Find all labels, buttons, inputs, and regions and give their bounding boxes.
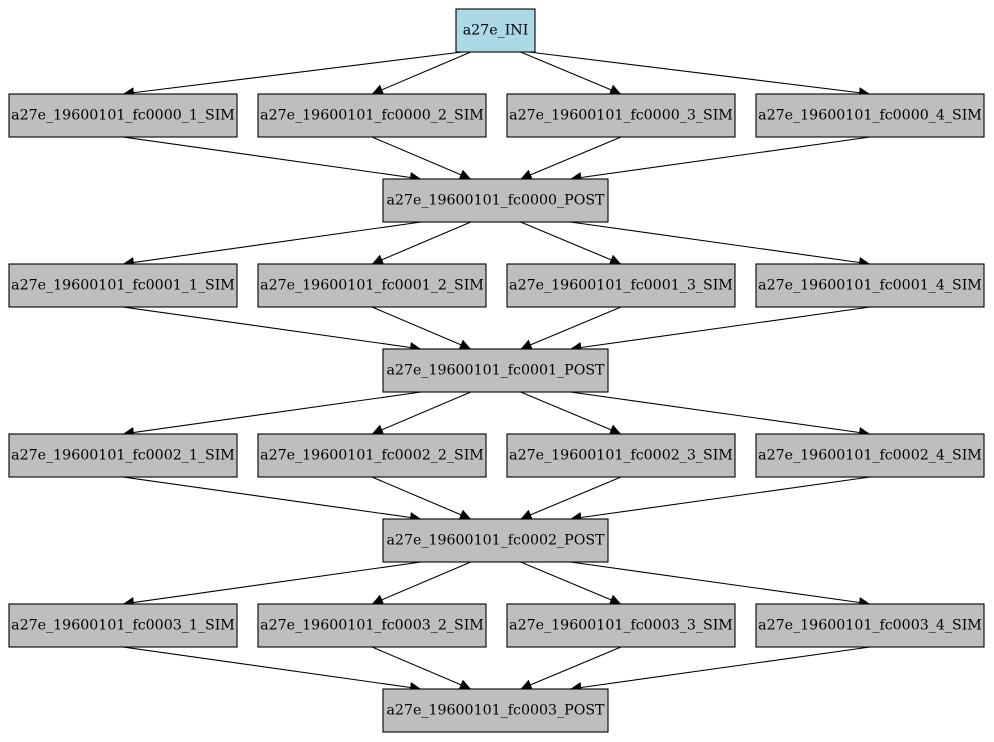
node-fc0002-sim-4[interactable]: a27e_19600101_fc0002_4_SIM <box>755 433 985 478</box>
node-fc0003-sim-2-label: a27e_19600101_fc0003_2_SIM <box>260 618 484 634</box>
edge-fc0002-sim3-to-fc0002-post <box>520 476 622 520</box>
node-fc0003-post[interactable]: a27e_19600101_fc0003_POST <box>382 688 609 733</box>
node-fc0003-sim-4-box <box>755 603 985 648</box>
node-fc0001-sim-3[interactable]: a27e_19600101_fc0001_3_SIM <box>506 263 736 308</box>
edge-fc0002-sim2-to-fc0002-post <box>371 476 472 520</box>
node-fc0000-sim-2-box <box>257 93 487 138</box>
node-fc0001-sim-1-label: a27e_19600101_fc0001_1_SIM <box>11 278 235 294</box>
nodes-layer: a27e_INI a27e_19600101_fc0000_1_SIM a27e… <box>8 8 985 733</box>
node-fc0001-post-label: a27e_19600101_fc0001_POST <box>386 363 605 379</box>
edge-ini-to-fc0000-sim3 <box>520 51 622 95</box>
edge-fc0003-sim2-to-fc0003-post <box>371 646 472 690</box>
node-fc0001-sim-1[interactable]: a27e_19600101_fc0001_1_SIM <box>8 263 238 308</box>
node-fc0003-sim-1-label: a27e_19600101_fc0003_1_SIM <box>11 618 235 634</box>
node-fc0001-sim-4-box <box>755 263 985 308</box>
edge-fc0000-sim4-to-fc0000-post <box>570 136 871 183</box>
node-fc0001-sim-2[interactable]: a27e_19600101_fc0001_2_SIM <box>257 263 487 308</box>
node-ini-label: a27e_INI <box>463 23 529 39</box>
edge-fc0001-sim2-to-fc0001-post <box>371 306 472 350</box>
edge-fc0002-post-to-fc0003-sim4 <box>570 561 871 608</box>
node-fc0001-sim-1-box <box>8 263 238 308</box>
edge-fc0001-post-to-fc0002-sim2 <box>371 391 472 435</box>
node-fc0001-sim-3-label: a27e_19600101_fc0001_3_SIM <box>509 278 733 294</box>
node-ini-box <box>455 8 536 53</box>
node-fc0000-sim-4[interactable]: a27e_19600101_fc0000_4_SIM <box>755 93 985 138</box>
node-fc0000-post-box <box>382 178 609 223</box>
node-fc0003-sim-1[interactable]: a27e_19600101_fc0003_1_SIM <box>8 603 238 648</box>
node-fc0003-sim-4-label: a27e_19600101_fc0003_4_SIM <box>758 618 982 634</box>
node-fc0003-sim-3-label: a27e_19600101_fc0003_3_SIM <box>509 618 733 634</box>
edge-fc0002-post-to-fc0003-sim3 <box>520 561 622 605</box>
edge-fc0002-post-to-fc0003-sim2 <box>371 561 472 605</box>
node-fc0001-sim-3-box <box>506 263 736 308</box>
node-fc0002-sim-1-box <box>8 433 238 478</box>
node-fc0000-post[interactable]: a27e_19600101_fc0000_POST <box>382 178 609 223</box>
node-fc0001-sim-2-box <box>257 263 487 308</box>
node-fc0000-sim-1-label: a27e_19600101_fc0000_1_SIM <box>11 108 235 124</box>
node-fc0003-sim-2-box <box>257 603 487 648</box>
edge-fc0002-post-to-fc0003-sim1 <box>122 561 422 608</box>
edge-fc0000-post-to-fc0001-sim1 <box>122 221 422 268</box>
node-fc0001-post-box <box>382 348 609 393</box>
node-fc0000-sim-1[interactable]: a27e_19600101_fc0000_1_SIM <box>8 93 238 138</box>
edge-fc0001-post-to-fc0002-sim3 <box>520 391 622 435</box>
edge-ini-to-fc0000-sim1 <box>122 51 463 99</box>
node-fc0000-sim-1-box <box>8 93 238 138</box>
node-ini[interactable]: a27e_INI <box>455 8 536 53</box>
node-fc0002-sim-2-label: a27e_19600101_fc0002_2_SIM <box>260 448 484 464</box>
edge-fc0003-sim1-to-fc0003-post <box>122 646 422 693</box>
node-fc0003-post-label: a27e_19600101_fc0003_POST <box>386 703 605 719</box>
edge-fc0000-sim3-to-fc0000-post <box>520 136 622 180</box>
edge-fc0000-post-to-fc0001-sim3 <box>520 221 622 265</box>
node-fc0002-sim-2[interactable]: a27e_19600101_fc0002_2_SIM <box>257 433 487 478</box>
node-fc0003-sim-3-box <box>506 603 736 648</box>
edge-fc0003-sim4-to-fc0003-post <box>570 646 871 693</box>
node-fc0002-post-label: a27e_19600101_fc0002_POST <box>386 533 605 549</box>
edge-fc0000-sim1-to-fc0000-post <box>122 136 422 183</box>
node-fc0002-post-box <box>382 518 609 563</box>
node-fc0003-sim-3[interactable]: a27e_19600101_fc0003_3_SIM <box>506 603 736 648</box>
node-fc0000-sim-2-label: a27e_19600101_fc0000_2_SIM <box>260 108 484 124</box>
edge-fc0002-sim1-to-fc0002-post <box>122 476 422 523</box>
node-fc0003-sim-2[interactable]: a27e_19600101_fc0003_2_SIM <box>257 603 487 648</box>
node-fc0000-sim-3-box <box>506 93 736 138</box>
node-fc0000-sim-4-label: a27e_19600101_fc0000_4_SIM <box>758 108 982 124</box>
node-fc0000-post-label: a27e_19600101_fc0000_POST <box>386 193 605 209</box>
node-fc0003-sim-4[interactable]: a27e_19600101_fc0003_4_SIM <box>755 603 985 648</box>
node-fc0000-sim-3-label: a27e_19600101_fc0000_3_SIM <box>509 108 733 124</box>
node-fc0001-post[interactable]: a27e_19600101_fc0001_POST <box>382 348 609 393</box>
edge-fc0000-sim2-to-fc0000-post <box>371 136 472 180</box>
edge-fc0002-sim4-to-fc0002-post <box>570 476 871 523</box>
node-fc0002-sim-3-label: a27e_19600101_fc0002_3_SIM <box>509 448 733 464</box>
node-fc0000-sim-2[interactable]: a27e_19600101_fc0000_2_SIM <box>257 93 487 138</box>
node-fc0000-sim-4-box <box>755 93 985 138</box>
edge-fc0001-post-to-fc0002-sim4 <box>570 391 871 438</box>
edge-fc0003-sim3-to-fc0003-post <box>520 646 622 690</box>
node-fc0002-sim-1[interactable]: a27e_19600101_fc0002_1_SIM <box>8 433 238 478</box>
node-fc0002-sim-1-label: a27e_19600101_fc0002_1_SIM <box>11 448 235 464</box>
node-fc0000-sim-3[interactable]: a27e_19600101_fc0000_3_SIM <box>506 93 736 138</box>
node-fc0001-sim-2-label: a27e_19600101_fc0001_2_SIM <box>260 278 484 294</box>
edge-ini-to-fc0000-sim4 <box>528 51 871 99</box>
edge-fc0001-sim3-to-fc0001-post <box>520 306 622 350</box>
node-fc0003-post-box <box>382 688 609 733</box>
node-fc0002-sim-3[interactable]: a27e_19600101_fc0002_3_SIM <box>506 433 736 478</box>
node-fc0002-sim-2-box <box>257 433 487 478</box>
edge-fc0000-post-to-fc0001-sim2 <box>371 221 472 265</box>
edge-fc0001-sim4-to-fc0001-post <box>570 306 871 353</box>
node-fc0001-sim-4[interactable]: a27e_19600101_fc0001_4_SIM <box>755 263 985 308</box>
node-fc0002-sim-4-box <box>755 433 985 478</box>
node-fc0002-post[interactable]: a27e_19600101_fc0002_POST <box>382 518 609 563</box>
edge-fc0000-post-to-fc0001-sim4 <box>570 221 871 268</box>
edge-fc0001-post-to-fc0002-sim1 <box>122 391 422 438</box>
node-fc0002-sim-3-box <box>506 433 736 478</box>
edge-fc0001-sim1-to-fc0001-post <box>122 306 422 353</box>
node-fc0001-sim-4-label: a27e_19600101_fc0001_4_SIM <box>758 278 982 294</box>
edges-layer <box>122 51 871 693</box>
edge-ini-to-fc0000-sim2 <box>371 51 472 95</box>
node-fc0003-sim-1-box <box>8 603 238 648</box>
node-fc0002-sim-4-label: a27e_19600101_fc0002_4_SIM <box>758 448 982 464</box>
